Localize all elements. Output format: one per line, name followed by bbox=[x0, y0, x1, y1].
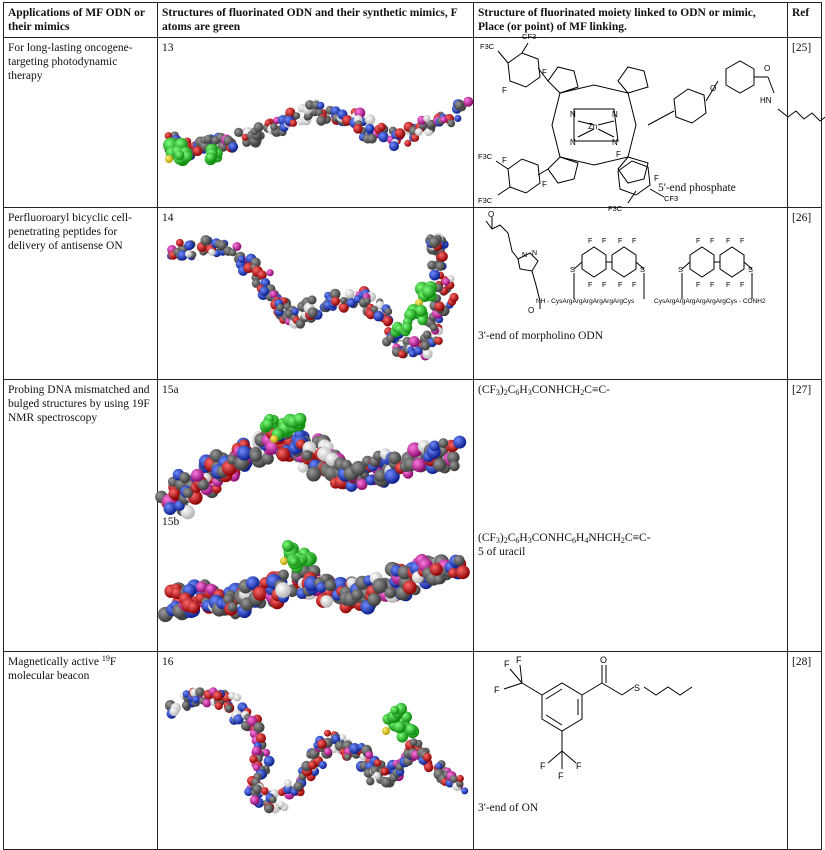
header-moiety: Structure of fluorinated moiety linked t… bbox=[473, 1, 788, 39]
svg-text:F: F bbox=[710, 282, 714, 289]
svg-text:F: F bbox=[616, 150, 621, 159]
svg-text:S: S bbox=[570, 265, 575, 274]
svg-text:F3C: F3C bbox=[478, 196, 493, 205]
svg-text:NH - CysArgArgArgArgArgArgCys: NH - CysArgArgArgArgArgArgCys bbox=[536, 298, 635, 305]
svg-text:Zn: Zn bbox=[588, 122, 597, 131]
ref-cell: [26] bbox=[787, 207, 822, 381]
table-row: Magnetically active 19F molecular beacon… bbox=[3, 651, 822, 850]
svg-text:F: F bbox=[558, 771, 564, 781]
svg-text:O: O bbox=[710, 84, 716, 93]
molecule-model-15a bbox=[155, 412, 467, 520]
svg-text:S: S bbox=[640, 265, 645, 274]
svg-text:F: F bbox=[588, 238, 592, 245]
svg-text:F3C: F3C bbox=[480, 42, 495, 51]
header-row: Applications of MF ODN or their mimics S… bbox=[3, 1, 822, 39]
attachment-caption: 5 of uracil bbox=[478, 546, 526, 559]
svg-text:CysArgArgArgArgArgArgCys - CON: CysArgArgArgArgArgArgCys - CONH2 bbox=[654, 298, 766, 305]
svg-text:F: F bbox=[618, 282, 622, 289]
svg-text:CF3: CF3 bbox=[664, 194, 678, 203]
svg-text:F: F bbox=[502, 86, 507, 95]
svg-text:F: F bbox=[502, 156, 507, 165]
svg-text:F3C: F3C bbox=[478, 152, 493, 161]
svg-text:F: F bbox=[696, 238, 700, 245]
svg-text:F: F bbox=[710, 238, 714, 245]
svg-text:F: F bbox=[542, 180, 547, 189]
svg-text:F: F bbox=[602, 282, 606, 289]
compound-label: 15b bbox=[162, 516, 180, 529]
svg-text:F: F bbox=[696, 282, 700, 289]
svg-text:N: N bbox=[522, 252, 527, 259]
ref-cell: [28] bbox=[787, 651, 822, 850]
svg-text:F: F bbox=[726, 238, 730, 245]
svg-text:O: O bbox=[600, 655, 607, 665]
table-row: Perfluoroaryl bicyclic cell-penetrating … bbox=[3, 207, 822, 381]
svg-text:F: F bbox=[540, 761, 546, 771]
attachment-caption: 5'-end phosphate bbox=[658, 182, 736, 195]
compound-label: 13 bbox=[162, 42, 174, 55]
compound-label: 15a bbox=[162, 384, 179, 397]
svg-text:F: F bbox=[576, 761, 582, 771]
svg-text:F: F bbox=[542, 68, 547, 77]
compound-label: 16 bbox=[162, 656, 174, 669]
ref-cell: [27] bbox=[787, 379, 822, 653]
compound-label: 14 bbox=[162, 212, 174, 225]
svg-text:N: N bbox=[612, 110, 618, 119]
table-row: Probing DNA mismatched and bulged struct… bbox=[3, 379, 822, 653]
svg-text:N: N bbox=[570, 110, 576, 119]
molecule-model-15b bbox=[157, 540, 470, 623]
svg-text:F: F bbox=[618, 238, 622, 245]
svg-text:F: F bbox=[726, 282, 730, 289]
ref-cell: [25] bbox=[787, 37, 822, 209]
svg-text:HN: HN bbox=[760, 96, 772, 105]
svg-text:F: F bbox=[504, 659, 510, 669]
application-cell: Magnetically active 19F molecular beacon bbox=[3, 651, 158, 850]
svg-text:S: S bbox=[678, 265, 683, 274]
application-cell: Probing DNA mismatched and bulged struct… bbox=[3, 379, 158, 653]
svg-text:O: O bbox=[764, 64, 770, 73]
svg-text:F: F bbox=[516, 655, 522, 665]
peptide-structure: O N N O S S S S F F F F F F F F F bbox=[485, 210, 766, 315]
svg-text:F: F bbox=[602, 238, 606, 245]
svg-text:F: F bbox=[740, 238, 744, 245]
molecule-model-13 bbox=[162, 96, 474, 167]
formula-15a: (CF3)2C6H3CONHCH2C≡C- bbox=[478, 384, 610, 398]
svg-text:S: S bbox=[634, 683, 640, 693]
attachment-caption: 3'-end of morpholino ODN bbox=[478, 330, 604, 343]
application-cell: Perfluoroaryl bicyclic cell-penetrating … bbox=[3, 207, 158, 381]
header-structures: Structures of fluorinated ODN and their … bbox=[157, 1, 474, 39]
svg-text:F: F bbox=[632, 238, 636, 245]
table-row: For long-lasting oncogene-targeting phot… bbox=[3, 32, 825, 213]
svg-text:F: F bbox=[740, 282, 744, 289]
svg-text:N: N bbox=[570, 138, 576, 147]
svg-text:CF3: CF3 bbox=[522, 32, 536, 41]
svg-text:N: N bbox=[532, 250, 537, 257]
porphyrin-structure: Zn N N N N O O HN F F F F F F CF3 F3C F3 bbox=[478, 32, 825, 213]
formula-15b: (CF3)2C6H3CONHC6H4NHCH2C≡C- bbox=[478, 532, 651, 546]
svg-text:O: O bbox=[488, 210, 494, 219]
header-ref: Ref bbox=[787, 1, 822, 39]
header-applications: Applications of MF ODN or their mimics bbox=[3, 1, 158, 39]
bis-cf3-phenyl-structure: O S F F F F F F bbox=[494, 655, 693, 781]
molecule-model-16 bbox=[164, 687, 469, 814]
fluorinated-odn-table: Applications of MF ODN or their mimics S… bbox=[3, 1, 825, 850]
svg-text:F: F bbox=[494, 685, 500, 695]
svg-text:F: F bbox=[654, 174, 659, 183]
svg-text:F: F bbox=[588, 282, 592, 289]
svg-text:F: F bbox=[632, 282, 636, 289]
svg-text:O: O bbox=[528, 306, 534, 315]
application-cell: For long-lasting oncogene-targeting phot… bbox=[3, 37, 158, 209]
molecule-model-14 bbox=[167, 232, 459, 361]
svg-text:N: N bbox=[612, 138, 618, 147]
svg-text:S: S bbox=[748, 265, 753, 274]
svg-text:F3C: F3C bbox=[608, 204, 623, 213]
attachment-caption: 3'-end of ON bbox=[478, 802, 539, 815]
